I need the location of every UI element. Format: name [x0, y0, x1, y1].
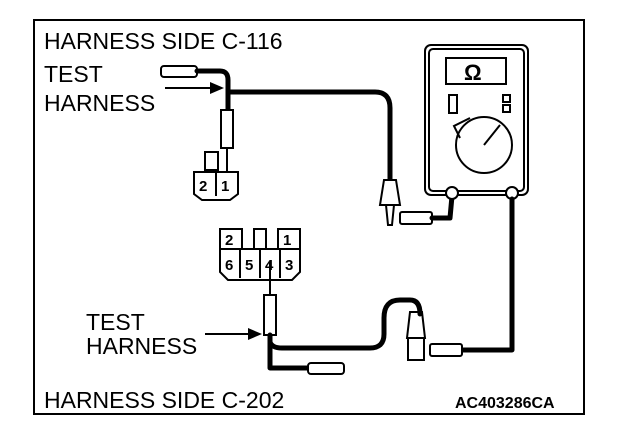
diagram-frame [33, 19, 585, 415]
c116-pin-2: 2 [199, 178, 207, 195]
wire-top-to-meter [225, 89, 393, 193]
arrow-test-harness-bottom [205, 328, 262, 340]
alligator-clip-bottom [405, 311, 463, 361]
title-harness-side-c202: HARNESS SIDE C-202 [44, 387, 284, 413]
alligator-clip-left [378, 179, 455, 226]
c202-pin-2: 2 [225, 232, 233, 249]
c202-pin-1: 1 [283, 232, 291, 249]
test-harness-bottom-line2: HARNESS [86, 333, 197, 359]
test-harness-top-plug [160, 65, 234, 172]
c202-pin-3: 3 [285, 257, 293, 274]
arrow-test-harness-top [165, 82, 224, 94]
figure-code: AC403286CA [455, 395, 555, 412]
ohmmeter-icon: Ω [424, 44, 529, 200]
test-harness-bottom-probe [263, 262, 423, 375]
test-harness-top-line1: TEST [44, 61, 103, 87]
test-harness-top-line2: HARNESS [44, 90, 155, 116]
meter-display-symbol: Ω [464, 60, 482, 85]
c116-pin-1: 1 [221, 178, 229, 195]
test-harness-bottom-line1: TEST [86, 309, 145, 335]
connector-c202: 2 1 6 5 4 3 [219, 228, 301, 281]
c202-pin-5: 5 [245, 257, 253, 274]
title-harness-side-c116: HARNESS SIDE C-116 [44, 28, 283, 54]
c202-pin-6: 6 [225, 257, 233, 274]
wire-meter-to-bottom-clip [459, 196, 515, 353]
connector-c116: 2 1 [193, 151, 239, 201]
